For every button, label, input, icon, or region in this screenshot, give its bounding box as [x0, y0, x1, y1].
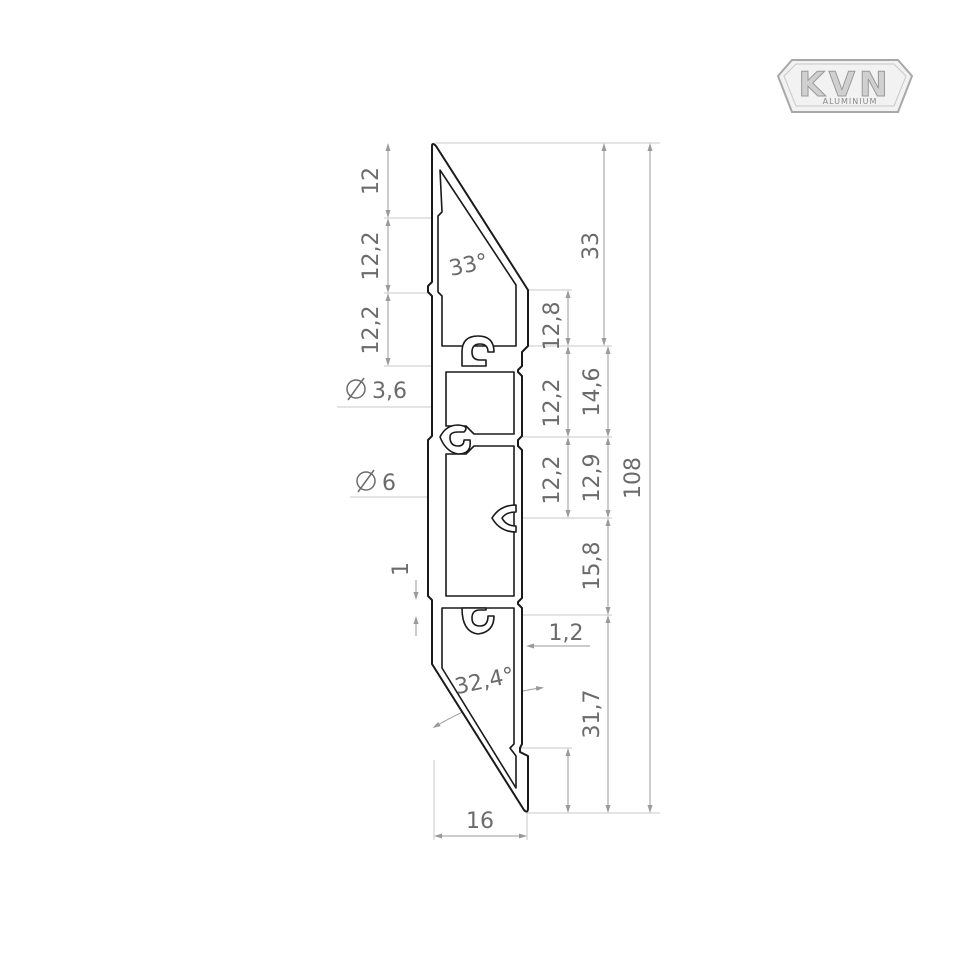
logo-brand: KVN: [798, 65, 891, 105]
dim-31-7: 31,7: [580, 690, 605, 739]
dim-12-2-right-b: 12,2: [540, 456, 565, 505]
extension-lines: [337, 142, 660, 840]
dim-1-2: 1,2: [549, 621, 584, 646]
dim-left-12: 12: [359, 167, 384, 195]
screw-slot-center: [439, 424, 472, 455]
dim-width-16: 16: [466, 809, 494, 834]
dim-wall-1: 1: [389, 562, 414, 576]
screw-slot-right: [491, 504, 517, 533]
cavity-middle-bottom: [445, 445, 515, 597]
dim-total-108: 108: [621, 457, 646, 499]
diameter-small-symbol: [346, 377, 366, 401]
dim-dia-small: 3,6: [372, 379, 407, 404]
kvn-logo: KVN ALUMINIUM: [776, 59, 914, 113]
dimension-labels: 12 12,2 12,2 33° 3,6 6 1 12,8 12,2 12,2 …: [346, 167, 646, 834]
cavity-bottom: [441, 607, 517, 789]
dim-15-8: 15,8: [580, 542, 605, 591]
screw-slot-bottom: [461, 607, 495, 635]
dim-12-8: 12,8: [540, 302, 565, 351]
dim-dia-large: 6: [382, 471, 396, 496]
aluminium-profile: [427, 143, 529, 813]
cavity-top: [437, 169, 517, 347]
cavity-middle-top: [445, 371, 515, 435]
diameter-large-symbol: [356, 469, 376, 493]
dim-12-9: 12,9: [580, 454, 605, 503]
dim-33: 33: [579, 232, 604, 260]
screw-slot-top: [461, 335, 495, 367]
dim-left-12-2-a: 12,2: [359, 232, 384, 281]
dim-12-2-right-a: 12,2: [540, 379, 565, 428]
logo-sub: ALUMINIUM: [823, 97, 878, 106]
dim-left-12-2-b: 12,2: [359, 306, 384, 355]
dim-14-6: 14,6: [580, 368, 605, 417]
